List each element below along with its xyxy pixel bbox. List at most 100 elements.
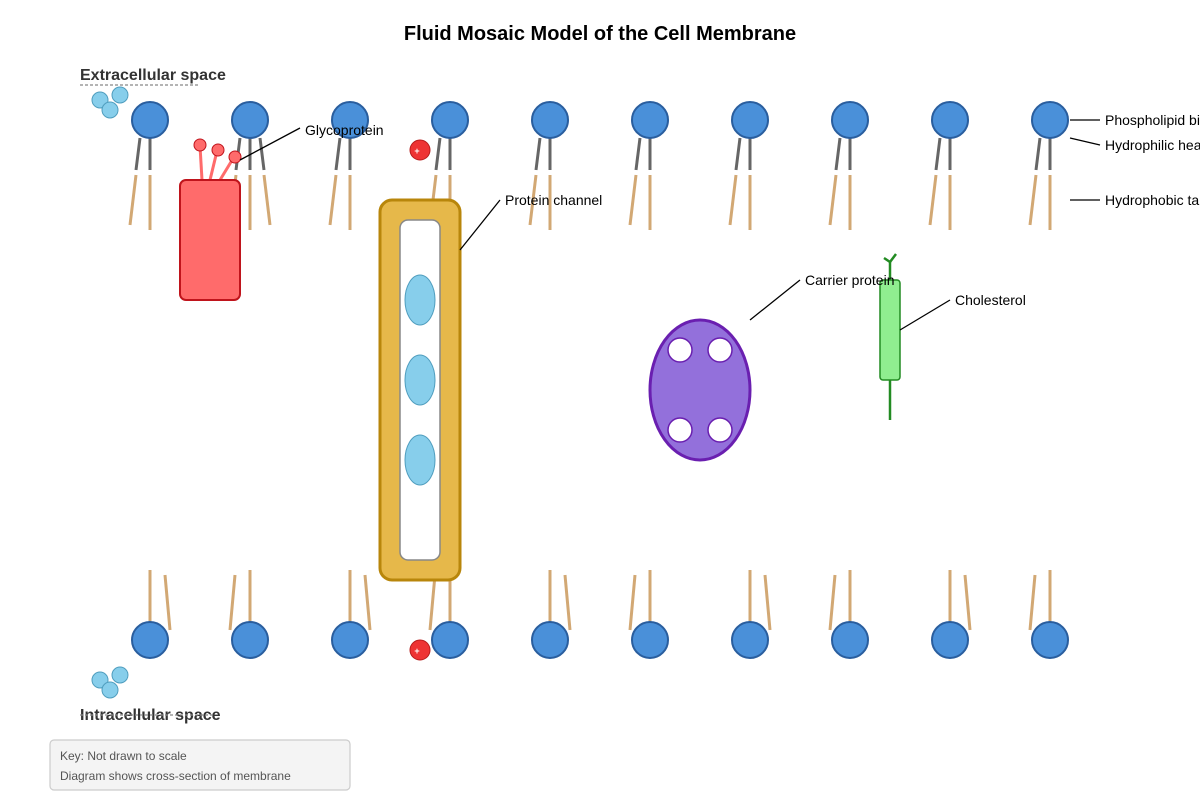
- hydrophilic-head-leader-line: [1069, 137, 1101, 146]
- phospholipid-tail: [228, 574, 237, 631]
- hydrophobic-tail-annotation: Hydrophobic tail: [1070, 192, 1200, 208]
- phospholipid-head: [231, 621, 269, 659]
- cholesterol-ring: [879, 279, 901, 381]
- phospholipid-tail: [258, 137, 266, 171]
- phospholipid-head: [631, 101, 669, 139]
- phospholipid-head: [231, 101, 269, 139]
- phospholipid: [1028, 570, 1069, 659]
- phospholipid-tail: [534, 137, 542, 171]
- key-line-1: Key: Not drawn to scale: [60, 749, 187, 763]
- extracellular-label: Extracellular space: [80, 67, 226, 84]
- cholesterol: [879, 253, 901, 420]
- key-box-background: [49, 739, 351, 791]
- carrier-binding-site: [667, 337, 693, 363]
- channel-molecule: [404, 354, 436, 406]
- key-box: Key: Not drawn to scale Diagram shows cr…: [49, 739, 351, 791]
- small-molecule: [111, 666, 129, 684]
- cholesterol-annotation: Cholesterol: [899, 292, 1026, 331]
- phospholipid: [828, 101, 869, 230]
- phospholipid: [528, 101, 569, 230]
- phospholipid-tail: [763, 574, 772, 631]
- intracellular-region: Intracellular space: [80, 707, 221, 724]
- protein-channel-label: Protein channel: [505, 192, 602, 208]
- carrier-protein: [648, 318, 752, 462]
- phospholipid: [628, 101, 669, 230]
- phospholipid: [731, 570, 772, 659]
- phospholipid-tail: [628, 174, 638, 226]
- phospholipid-tail: [434, 137, 442, 171]
- phospholipid-head: [331, 621, 369, 659]
- phospholipid-tail: [628, 574, 637, 631]
- phospholipid-head: [131, 621, 169, 659]
- phospholipid-tail: [528, 174, 538, 226]
- phospholipid-head: [1031, 621, 1069, 659]
- channel-molecule: [404, 274, 436, 326]
- phospholipid-tail: [363, 574, 372, 631]
- phospholipid-tail: [934, 137, 942, 171]
- phospholipid-tail: [134, 137, 142, 171]
- phospholipid: [328, 101, 369, 230]
- phospholipid-head: [731, 621, 769, 659]
- phospholipid-head: [531, 621, 569, 659]
- glycoprotein-leader-line: [239, 127, 301, 161]
- ion-icon: [409, 139, 431, 161]
- carrier-protein-leader-line: [749, 279, 801, 321]
- phospholipid-tail: [928, 174, 938, 226]
- phospholipid-tail: [963, 574, 972, 631]
- cholesterol-chain-end: [889, 253, 897, 263]
- phospholipid-head: [631, 621, 669, 659]
- small-molecules-intracellular: [91, 666, 129, 699]
- phospholipid: [531, 570, 572, 659]
- carrier-protein-body: [648, 318, 752, 462]
- small-molecule: [101, 101, 119, 119]
- phospholipid-tail: [828, 574, 837, 631]
- carrier-binding-site: [707, 337, 733, 363]
- key-line-2: Diagram shows cross-section of membrane: [60, 769, 291, 783]
- phospholipid-tail: [128, 174, 138, 226]
- diagram-title: Fluid Mosaic Model of the Cell Membrane: [404, 23, 796, 45]
- phospholipid: [428, 570, 469, 659]
- phospholipid-head: [331, 101, 369, 139]
- cholesterol-label: Cholesterol: [955, 292, 1026, 308]
- phospholipid-head: [131, 101, 169, 139]
- hydrophilic-head-label: Hydrophilic head: [1105, 137, 1200, 153]
- phospholipid-head: [931, 621, 969, 659]
- phospholipid-tail: [828, 174, 838, 226]
- phospholipid-tail: [1028, 574, 1037, 631]
- phospholipid-tail: [1034, 137, 1042, 171]
- ion-intracellular: +: [409, 639, 431, 661]
- phospholipid: [131, 570, 172, 659]
- glycoprotein: [179, 138, 242, 301]
- phospholipid-tail: [163, 574, 172, 631]
- glycoprotein-sugar: [193, 138, 207, 152]
- extracellular-region: Extracellular space: [80, 67, 226, 86]
- phospholipid: [928, 101, 969, 230]
- phospholipid-tail: [734, 137, 742, 171]
- phospholipid-tail: [834, 137, 842, 171]
- phospholipid-tail: [634, 137, 642, 171]
- phospholipid-tail: [428, 574, 437, 631]
- phospholipid-tail: [563, 574, 572, 631]
- phospholipid-head: [831, 101, 869, 139]
- ion-symbol: +: [414, 646, 419, 656]
- glycoprotein-annotation: Glycoprotein: [239, 122, 384, 161]
- phospholipid: [628, 570, 669, 659]
- phospholipid: [931, 570, 972, 659]
- phospholipid-head: [531, 101, 569, 139]
- phospholipid-head: [1031, 101, 1069, 139]
- glycoprotein-label: Glycoprotein: [305, 122, 384, 138]
- glycoprotein-sugar-chain: [198, 145, 204, 181]
- phospholipid-head: [731, 101, 769, 139]
- phospholipid: [331, 570, 372, 659]
- protein-channel-leader-line: [459, 199, 501, 251]
- glycoprotein-sugar: [211, 143, 225, 157]
- phospholipid: [128, 101, 169, 230]
- phospholipid-bilayer-annotation: Phospholipid bilayer: [1070, 112, 1200, 128]
- phospholipid-tail: [1028, 174, 1038, 226]
- phospholipid: [228, 570, 269, 659]
- ion-icon: [409, 639, 431, 661]
- phospholipid-head: [931, 101, 969, 139]
- small-molecules-extracellular: [91, 86, 129, 119]
- cholesterol-leader-line: [899, 299, 951, 331]
